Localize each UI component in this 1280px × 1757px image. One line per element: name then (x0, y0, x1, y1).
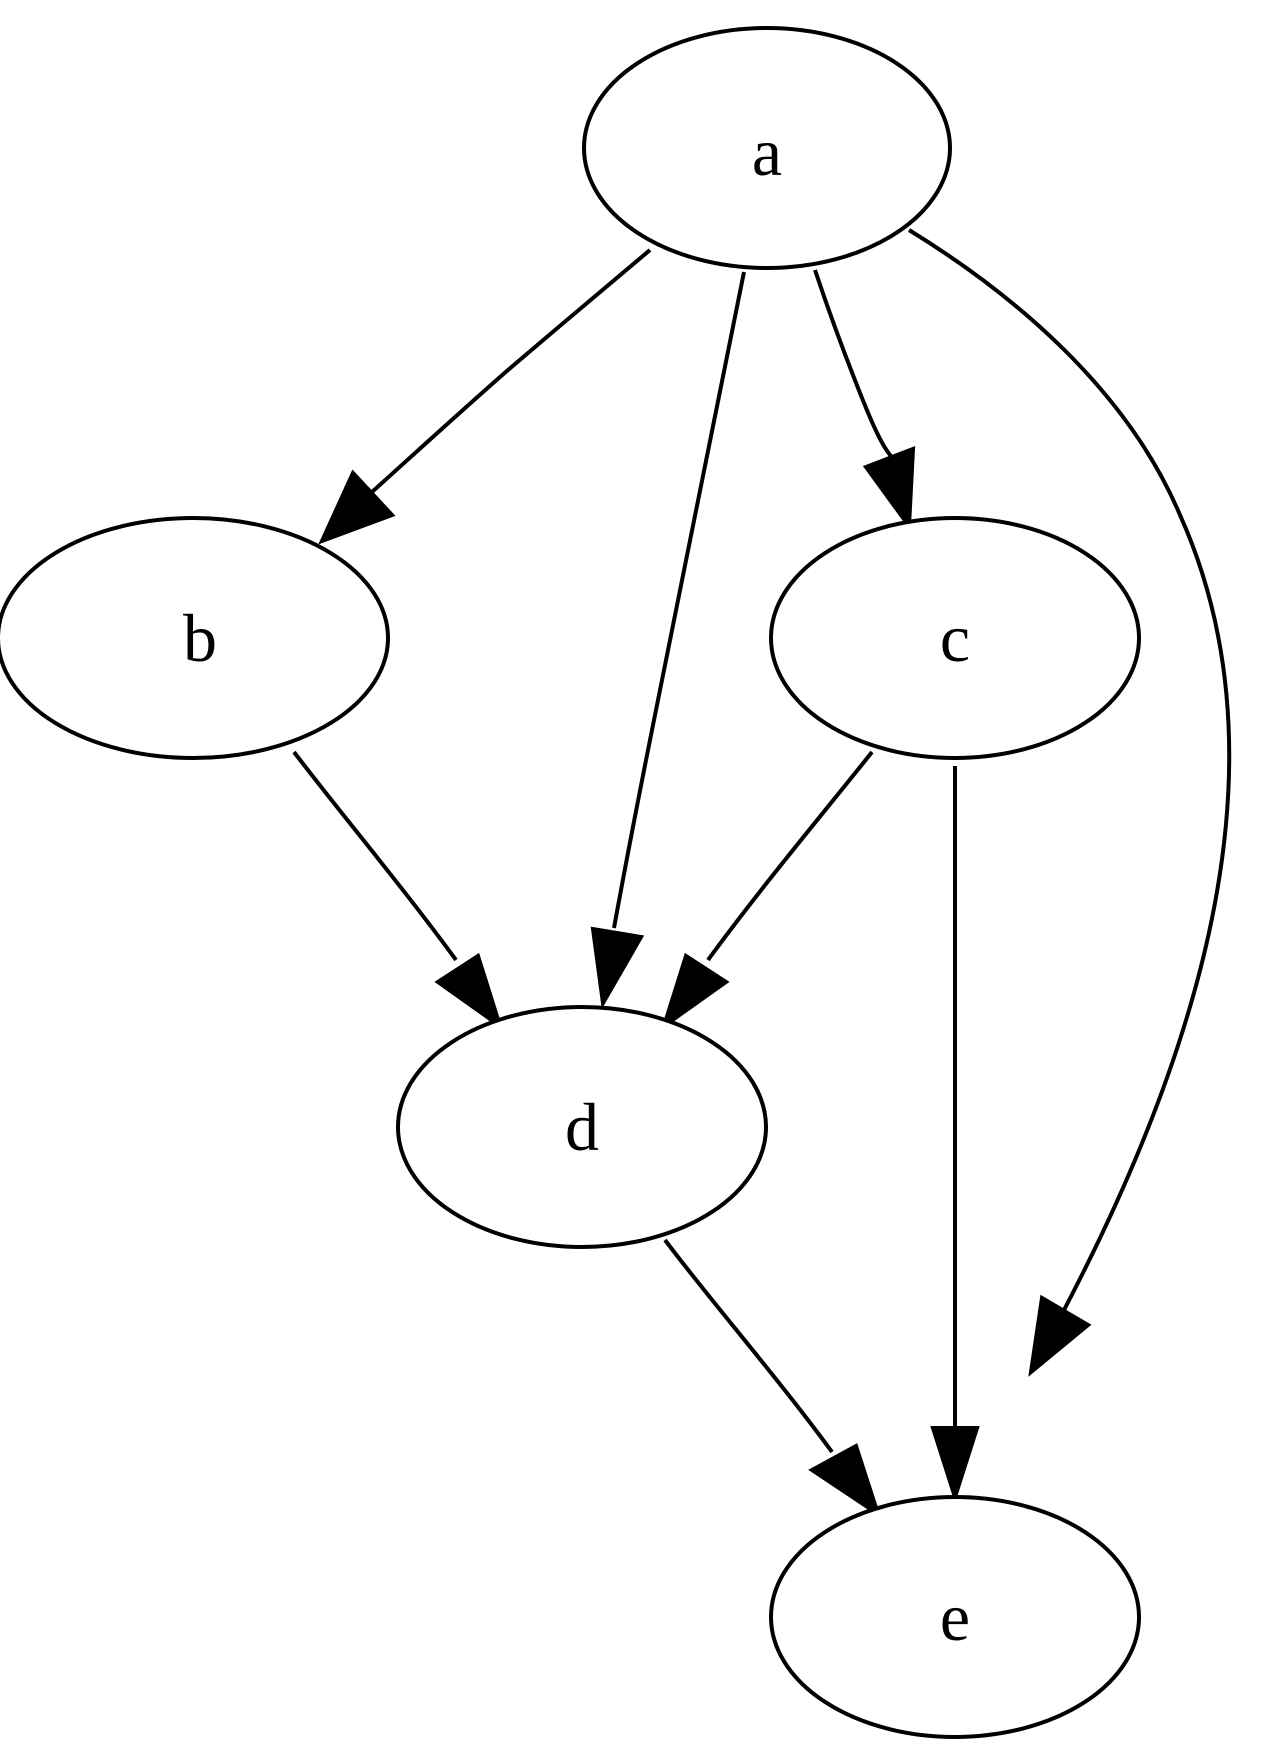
edge-c-d-arrowhead (660, 952, 730, 1032)
edge-a-d-line (612, 271, 746, 929)
node-b: b (0, 516, 390, 760)
edge-a-b (318, 248, 652, 545)
edge-a-c-arrowhead (862, 446, 916, 532)
edge-c-e (930, 766, 980, 1504)
edge-a-c (813, 269, 916, 532)
edge-d-e-line (663, 1238, 834, 1454)
edge-d-e-arrowhead (808, 1443, 882, 1519)
edge-c-e-arrowhead (930, 1426, 980, 1504)
edge-d-e (663, 1238, 882, 1519)
edge-b-d (292, 750, 504, 1032)
edge-b-d-line (292, 750, 458, 962)
node-c-label: c (940, 600, 970, 676)
node-d-label: d (565, 1089, 599, 1165)
node-b-ellipse (0, 516, 390, 760)
node-d: d (396, 1005, 768, 1249)
edge-a-e-arrowhead (1028, 1294, 1092, 1377)
edge-a-e-line (907, 228, 1232, 1311)
node-b-label: b (183, 600, 217, 676)
node-d-ellipse (396, 1005, 768, 1249)
edge-c-d-line (706, 750, 874, 962)
node-e-ellipse (769, 1495, 1141, 1739)
edge-a-d (590, 271, 746, 1010)
edge-a-d-arrowhead (590, 926, 645, 1010)
node-a-label: a (752, 114, 782, 190)
edge-a-c-line (813, 269, 893, 458)
node-e-label: e (940, 1579, 970, 1655)
edge-b-d-arrowhead (434, 952, 504, 1032)
node-e: e (769, 1495, 1141, 1739)
node-a-ellipse (582, 26, 952, 270)
node-c-ellipse (769, 516, 1141, 760)
node-a: a (582, 26, 952, 270)
edge-c-d (660, 750, 874, 1032)
edge-a-b-line (370, 248, 652, 494)
edge-a-e (907, 228, 1232, 1377)
edge-a-b-arrowhead (318, 469, 396, 545)
node-c: c (769, 516, 1141, 760)
